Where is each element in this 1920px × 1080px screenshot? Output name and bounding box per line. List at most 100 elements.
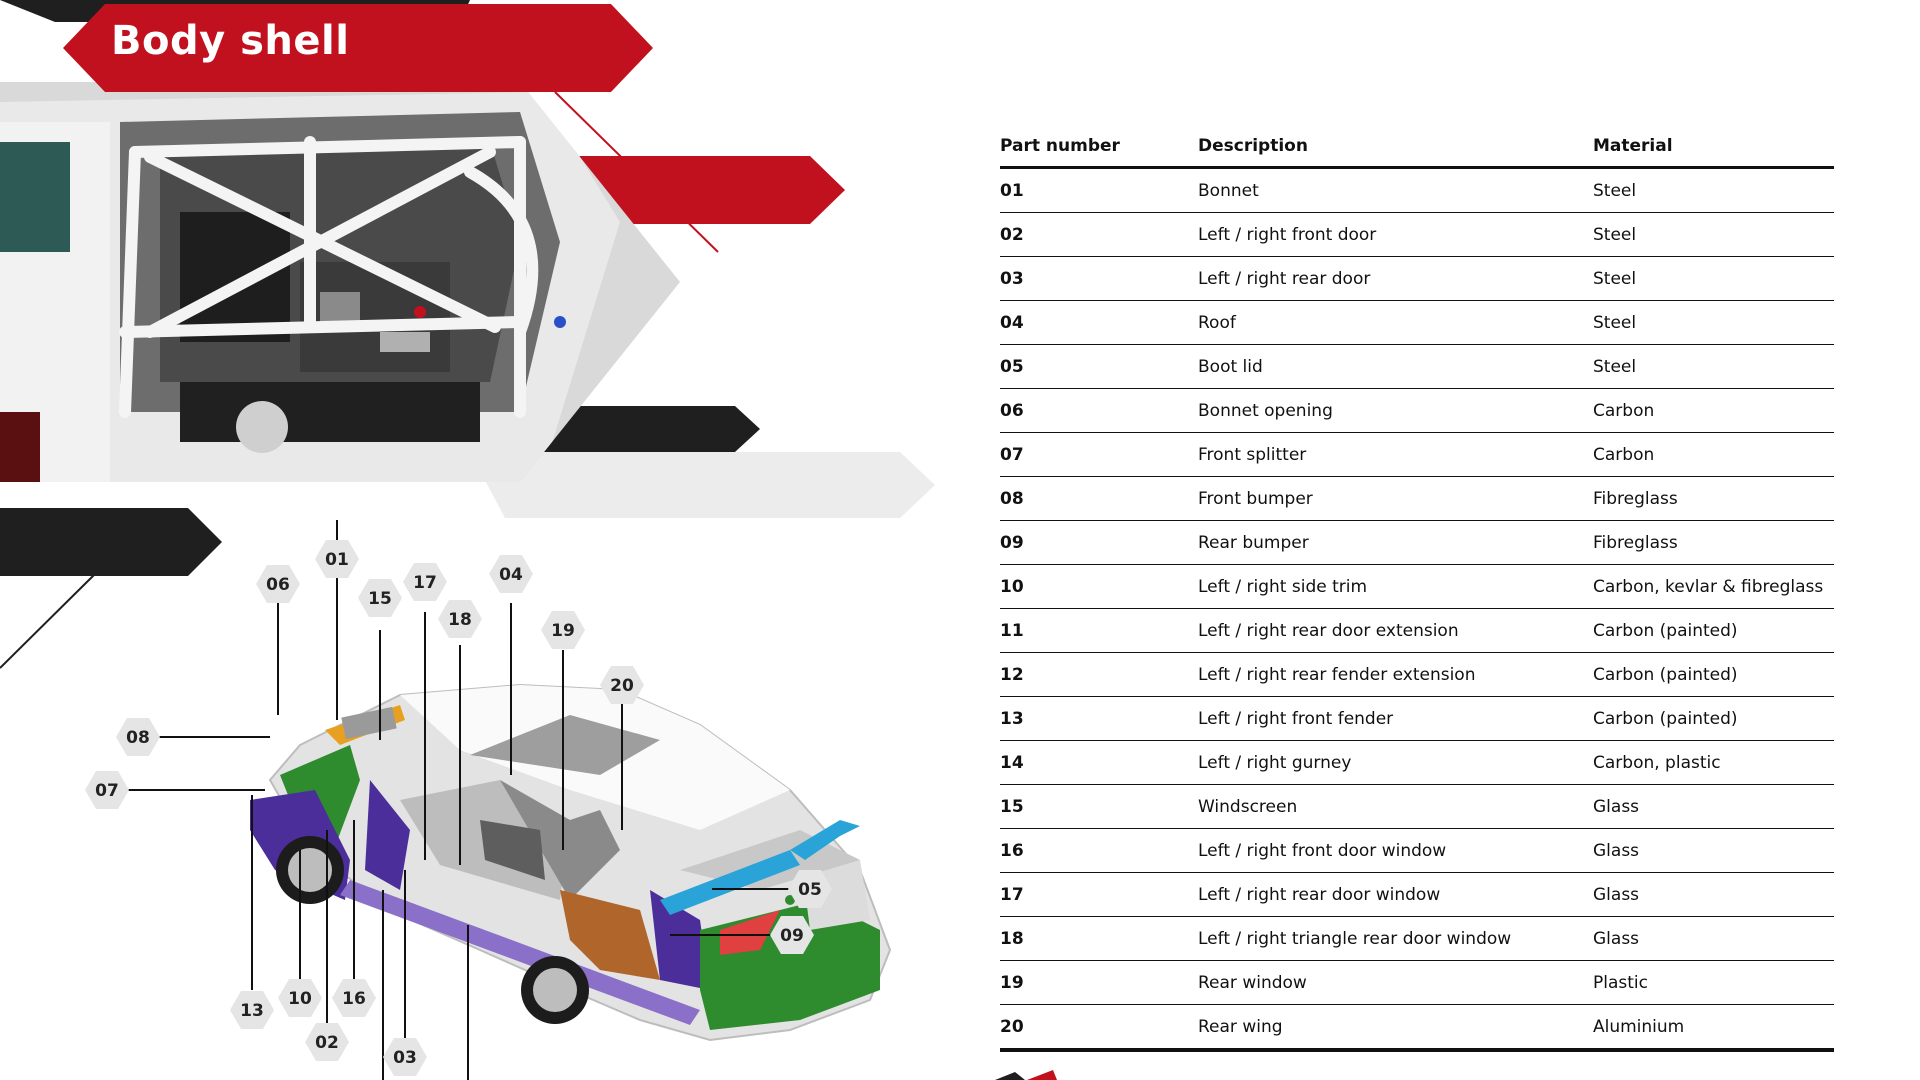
part-number-cell: 16 — [1000, 828, 1198, 873]
svg-text:01: 01 — [325, 550, 349, 570]
title-banner — [63, 4, 653, 92]
footer-mark — [995, 1070, 1057, 1080]
part-number-cell: 06 — [1000, 388, 1198, 433]
description-cell: Left / right front door window — [1198, 828, 1593, 873]
dark-chevron-banner-left — [0, 508, 222, 576]
material-cell: Aluminium — [1593, 1004, 1834, 1052]
light-chevron-banner — [470, 452, 935, 518]
description-cell: Windscreen — [1198, 784, 1593, 829]
callout-13: 13 — [230, 991, 274, 1029]
svg-text:15: 15 — [368, 589, 392, 609]
part-number-cell: 07 — [1000, 432, 1198, 477]
part-number-cell: 05 — [1000, 344, 1198, 389]
callout-20: 20 — [600, 666, 644, 704]
callout-16: 16 — [332, 979, 376, 1017]
front-wheel — [276, 836, 344, 904]
part-number-cell: 04 — [1000, 300, 1198, 345]
callout-15: 15 — [358, 579, 402, 617]
svg-text:19: 19 — [551, 621, 575, 641]
part-number-cell: 12 — [1000, 652, 1198, 697]
svg-text:03: 03 — [393, 1048, 417, 1068]
svg-text:09: 09 — [780, 926, 804, 946]
description-cell: Boot lid — [1198, 344, 1593, 389]
part-number-cell: 11 — [1000, 608, 1198, 653]
svg-text:18: 18 — [448, 610, 472, 630]
callout-03: 03 — [383, 1038, 427, 1076]
rear-wheel — [521, 956, 589, 1024]
part-number-cell: 15 — [1000, 784, 1198, 829]
svg-text:20: 20 — [610, 676, 634, 696]
description-cell: Left / right side trim — [1198, 564, 1593, 609]
part-number-cell: 14 — [1000, 740, 1198, 785]
callout-17: 17 — [403, 563, 447, 601]
description-cell: Rear wing — [1198, 1004, 1593, 1052]
part-number-cell: 20 — [1000, 1004, 1198, 1052]
description-cell: Rear window — [1198, 960, 1593, 1005]
page-title: Body shell — [111, 18, 350, 64]
car-parts-diagram: 01 06 15 17 18 04 19 20 — [85, 520, 892, 1080]
part-number-cell: 09 — [1000, 520, 1198, 565]
part-number-cell: 10 — [1000, 564, 1198, 609]
material-cell: Steel — [1593, 256, 1834, 301]
part-number-cell: 03 — [1000, 256, 1198, 301]
callout-markers: 01 06 15 17 18 04 19 20 — [85, 540, 832, 1076]
car-illustration — [250, 683, 892, 1042]
material-cell: Carbon (painted) — [1593, 608, 1834, 653]
part-number-cell: 02 — [1000, 212, 1198, 257]
description-cell: Left / right front fender — [1198, 696, 1593, 741]
material-cell: Carbon, plastic — [1593, 740, 1834, 785]
description-cell: Front splitter — [1198, 432, 1593, 477]
description-cell: Left / right gurney — [1198, 740, 1593, 785]
material-cell: Carbon — [1593, 388, 1834, 433]
description-cell: Left / right rear fender extension — [1198, 652, 1593, 697]
material-cell: Steel — [1593, 300, 1834, 345]
description-cell: Left / right rear door — [1198, 256, 1593, 301]
callout-04: 04 — [489, 555, 533, 593]
material-cell: Glass — [1593, 828, 1834, 873]
callout-07: 07 — [85, 771, 129, 809]
callout-05: 05 — [788, 870, 832, 908]
callout-08: 08 — [116, 718, 160, 756]
material-cell: Carbon (painted) — [1593, 696, 1834, 741]
part-number-cell: 01 — [1000, 167, 1198, 213]
material-cell: Fibreglass — [1593, 520, 1834, 565]
callout-10: 10 — [278, 979, 322, 1017]
description-cell: Left / right front door — [1198, 212, 1593, 257]
part-number-cell: 13 — [1000, 696, 1198, 741]
svg-text:17: 17 — [413, 573, 437, 593]
svg-text:13: 13 — [240, 1001, 264, 1021]
header-material: Material — [1593, 126, 1834, 169]
header-part-number: Part number — [1000, 126, 1198, 169]
callout-09: 09 — [770, 916, 814, 954]
svg-text:08: 08 — [126, 728, 150, 748]
material-cell: Carbon, kevlar & fibreglass — [1593, 564, 1834, 609]
svg-text:05: 05 — [798, 880, 822, 900]
material-cell: Steel — [1593, 344, 1834, 389]
material-cell: Steel — [1593, 212, 1834, 257]
svg-text:06: 06 — [266, 575, 290, 595]
diagonal-lines — [0, 91, 719, 669]
description-cell: Rear bumper — [1198, 520, 1593, 565]
callout-02: 02 — [305, 1023, 349, 1061]
table-header-row: Part number Description Material — [1000, 126, 1834, 169]
material-cell: Carbon — [1593, 432, 1834, 477]
material-cell: Steel — [1593, 167, 1834, 213]
interior-roll-cage-photo — [0, 82, 680, 482]
description-cell: Roof — [1198, 300, 1593, 345]
description-cell: Bonnet opening — [1198, 388, 1593, 433]
description-cell: Bonnet — [1198, 167, 1593, 213]
